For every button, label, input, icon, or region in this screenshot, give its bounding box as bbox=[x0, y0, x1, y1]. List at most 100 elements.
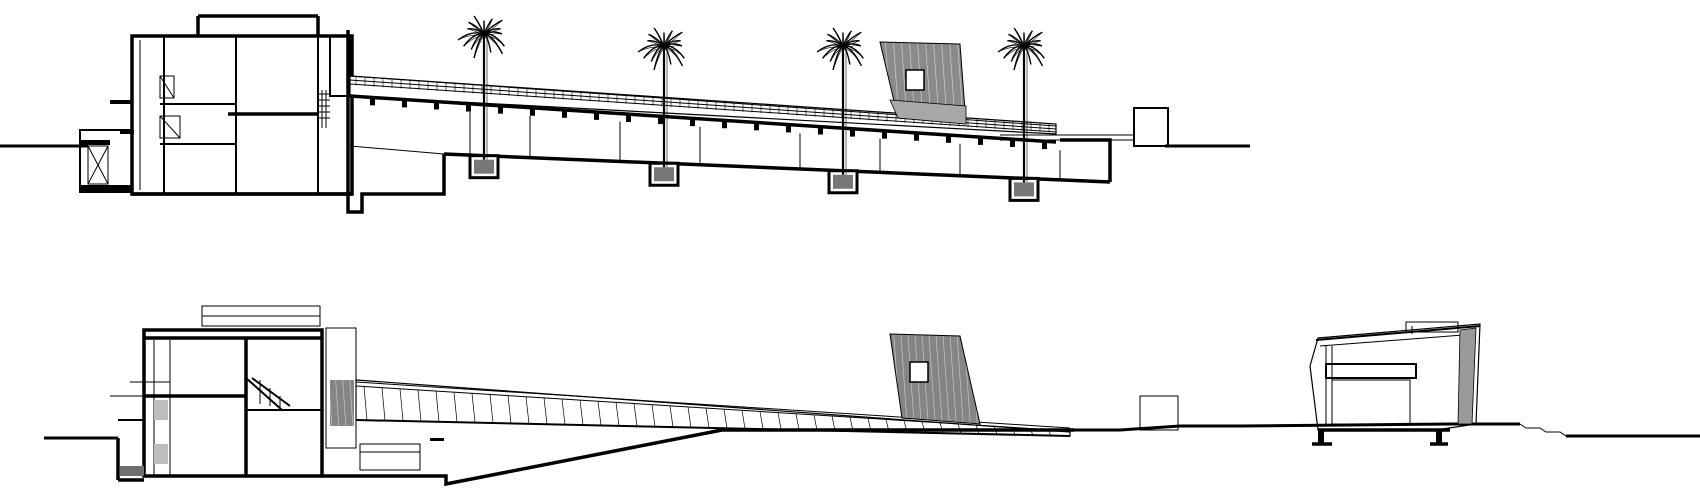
palm-frond-edge bbox=[1023, 30, 1033, 49]
upper-section bbox=[0, 14, 1250, 214]
palm-frond-edge bbox=[637, 46, 665, 53]
palm-frond-edge bbox=[842, 47, 851, 65]
palm-frond-edge bbox=[832, 27, 844, 49]
glazing-mullion bbox=[615, 402, 620, 426]
palm-frond-edge bbox=[653, 27, 665, 49]
palm-frond-edge bbox=[473, 15, 485, 37]
basement-upper bbox=[132, 146, 446, 214]
tree-pit-soil bbox=[474, 159, 494, 174]
beam bbox=[626, 113, 631, 122]
palm-tree bbox=[816, 27, 864, 175]
left-annex bbox=[79, 129, 133, 193]
palm-frond bbox=[842, 40, 860, 47]
beam bbox=[818, 126, 823, 135]
glazing-mullion bbox=[723, 409, 728, 429]
palm-frond-edge bbox=[483, 35, 492, 53]
lower-section bbox=[44, 305, 1700, 487]
palm-frond-edge bbox=[842, 32, 844, 49]
palm-frond-edge bbox=[483, 19, 503, 37]
palm-frond-edge bbox=[842, 31, 862, 49]
glazing-mullion bbox=[597, 401, 602, 426]
palm-frond-edge bbox=[483, 28, 501, 37]
columns-upper bbox=[469, 111, 1061, 180]
stair-upper bbox=[318, 90, 330, 128]
beam bbox=[754, 122, 759, 131]
palm-frond bbox=[1023, 40, 1041, 47]
palm-frond-edge bbox=[467, 28, 485, 37]
glazing-mullion bbox=[363, 386, 368, 421]
palm-frond-edge bbox=[648, 34, 665, 49]
glazing-mullion bbox=[525, 396, 530, 424]
glazing-mullion bbox=[453, 392, 458, 423]
beam bbox=[434, 101, 439, 110]
glazing-mullion bbox=[543, 397, 548, 425]
palm-frond-edge bbox=[483, 18, 493, 37]
small-block-lower bbox=[1139, 395, 1179, 431]
tree-pit-soil bbox=[833, 174, 853, 189]
glazing-mullion bbox=[579, 400, 584, 426]
palm-frond-edge bbox=[643, 47, 665, 59]
tree-pit-soil bbox=[1014, 182, 1034, 197]
glazing-mullion bbox=[633, 403, 638, 427]
palm-frond-edge bbox=[473, 35, 485, 59]
beam bbox=[914, 132, 919, 141]
palm-frond-edge bbox=[827, 34, 844, 49]
tree-pits-upper bbox=[468, 154, 1040, 202]
palm-frond-edge bbox=[832, 47, 844, 71]
palm-frond-edge bbox=[997, 46, 1025, 53]
palm-frond-edge bbox=[822, 47, 844, 59]
palm-frond-edge bbox=[842, 30, 852, 49]
right-pavilion-lower bbox=[1309, 321, 1481, 446]
palm-frond-edge bbox=[1007, 40, 1025, 49]
palm-frond-edge bbox=[663, 32, 665, 49]
beam bbox=[1042, 141, 1047, 150]
beam bbox=[946, 134, 951, 143]
palm-frond-edge bbox=[1013, 47, 1025, 71]
palm-frond-edge bbox=[653, 47, 665, 71]
glazing-mullion bbox=[561, 398, 566, 425]
palm-frond-edge bbox=[1003, 47, 1025, 59]
palm-frond-edge bbox=[647, 40, 665, 49]
glazing-mullion bbox=[651, 404, 656, 427]
glazing-mullion bbox=[669, 405, 674, 428]
palm-frond-edge bbox=[463, 35, 485, 47]
beam bbox=[786, 124, 791, 133]
palm-frond-edge bbox=[1023, 32, 1025, 49]
glazing-mullion bbox=[687, 406, 692, 428]
glazing-mullion bbox=[507, 395, 512, 424]
beam bbox=[722, 120, 727, 129]
glazing-mullions-lower bbox=[363, 386, 1052, 436]
palm-frond-edge bbox=[663, 47, 672, 65]
tree-pit-soil bbox=[654, 167, 674, 182]
beam bbox=[402, 99, 407, 108]
main-building-upper bbox=[110, 14, 354, 196]
palm-tree bbox=[457, 15, 505, 160]
palm-frond-edge bbox=[663, 40, 681, 49]
palm-tree bbox=[997, 27, 1045, 183]
palm-frond-edge bbox=[468, 22, 485, 37]
palm-frond-edge bbox=[663, 30, 673, 49]
main-building-lower bbox=[110, 305, 357, 482]
beam bbox=[850, 128, 855, 137]
palm-frond-edge bbox=[1023, 47, 1025, 69]
palm-frond-edge bbox=[1023, 31, 1043, 49]
glazing-mullion bbox=[705, 408, 710, 428]
beam bbox=[690, 118, 695, 127]
palm-frond-edge bbox=[1023, 40, 1041, 49]
glazing-mullion bbox=[435, 391, 440, 422]
beam bbox=[658, 116, 663, 125]
palm-frond-edge bbox=[1023, 47, 1032, 65]
palm-frond bbox=[483, 28, 501, 35]
beam bbox=[978, 136, 983, 145]
glazing-mullion bbox=[813, 414, 818, 431]
glazing-mullion bbox=[417, 389, 422, 422]
beam bbox=[530, 107, 535, 116]
palm-frond-edge bbox=[457, 34, 485, 41]
palm-frond-edge bbox=[663, 31, 683, 49]
beams-upper bbox=[370, 97, 1047, 150]
palm-frond-edge bbox=[842, 47, 844, 69]
palm-frond-edge bbox=[1013, 27, 1025, 49]
glazing-mullion bbox=[741, 410, 746, 429]
palm-frond-edge bbox=[483, 20, 485, 37]
